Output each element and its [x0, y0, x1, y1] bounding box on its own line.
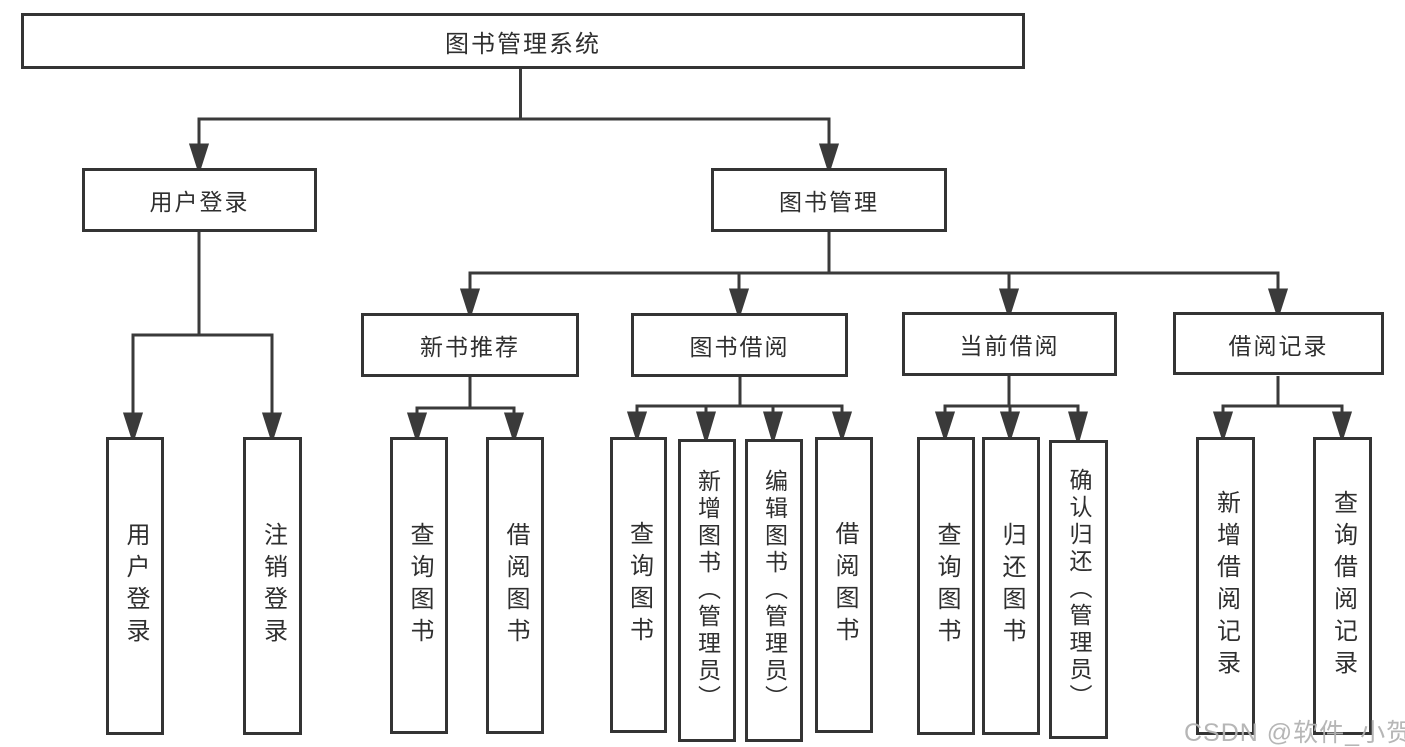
arrow-down-icon [695, 411, 717, 446]
connector-borrowing-records-children [1212, 376, 1353, 443]
leaf-borrow-books-recommend: 借阅图书 [486, 437, 544, 734]
leaf-query-books-borrowing: 查询图书 [610, 437, 667, 733]
leaf-logout-login: 注销登录 [243, 437, 302, 735]
leaf-return-books: 归还图书 [982, 437, 1040, 735]
arrow-down-icon [503, 412, 525, 444]
arrow-down-icon [1068, 411, 1088, 447]
leaf-query-books-recommend: 查询图书 [390, 437, 448, 734]
arrow-down-icon [261, 412, 283, 444]
connector-book-borrowing-children [626, 377, 853, 446]
leaf-query-books-current: 查询图书 [917, 437, 975, 735]
csdn-watermark: CSDN @软件_小贺同学 [1184, 719, 1405, 747]
arrow-down-icon [998, 288, 1020, 320]
leaf-add-borrow-record: 新增借阅记录 [1196, 437, 1255, 735]
leaf-query-borrow-record: 查询借阅记录 [1313, 437, 1372, 735]
arrow-down-icon [188, 143, 210, 175]
arrow-down-icon [459, 288, 481, 320]
node-book-management: 图书管理 [711, 168, 947, 232]
arrow-down-icon [818, 143, 840, 175]
node-borrowing-records: 借阅记录 [1173, 312, 1384, 375]
node-user-login: 用户登录 [82, 168, 317, 232]
connector-current-borrowing-children [934, 376, 1088, 447]
leaf-confirm-return-admin: 确认归还（管理员） [1049, 440, 1108, 739]
connector-book-management-children [459, 232, 1289, 320]
arrow-down-icon [934, 411, 956, 443]
arrow-down-icon [626, 411, 648, 443]
arrow-down-icon [406, 412, 428, 444]
connector-root-to-level2 [188, 69, 840, 175]
arrow-down-icon [728, 288, 750, 320]
arrow-down-icon [999, 411, 1021, 443]
node-book-borrowing: 图书借阅 [631, 313, 848, 377]
arrow-down-icon [1331, 411, 1353, 443]
connector-new-book-rec-children [406, 377, 525, 444]
leaf-edit-books-admin: 编辑图书（管理员） [745, 439, 803, 742]
arrow-down-icon [831, 411, 853, 443]
arrow-down-icon [1212, 411, 1234, 443]
connector-user-login-children [122, 232, 283, 444]
leaf-add-books-admin: 新增图书（管理员） [678, 439, 736, 742]
leaf-borrow-books-borrowing: 借阅图书 [815, 437, 873, 733]
node-library-management-system: 图书管理系统 [21, 13, 1025, 69]
arrow-down-icon [122, 412, 144, 444]
arrow-down-icon [1267, 288, 1289, 320]
node-new-book-recommendation: 新书推荐 [361, 313, 579, 377]
leaf-user-login: 用户登录 [106, 437, 164, 735]
arrow-down-icon [762, 411, 784, 446]
node-current-borrowing: 当前借阅 [902, 312, 1117, 376]
